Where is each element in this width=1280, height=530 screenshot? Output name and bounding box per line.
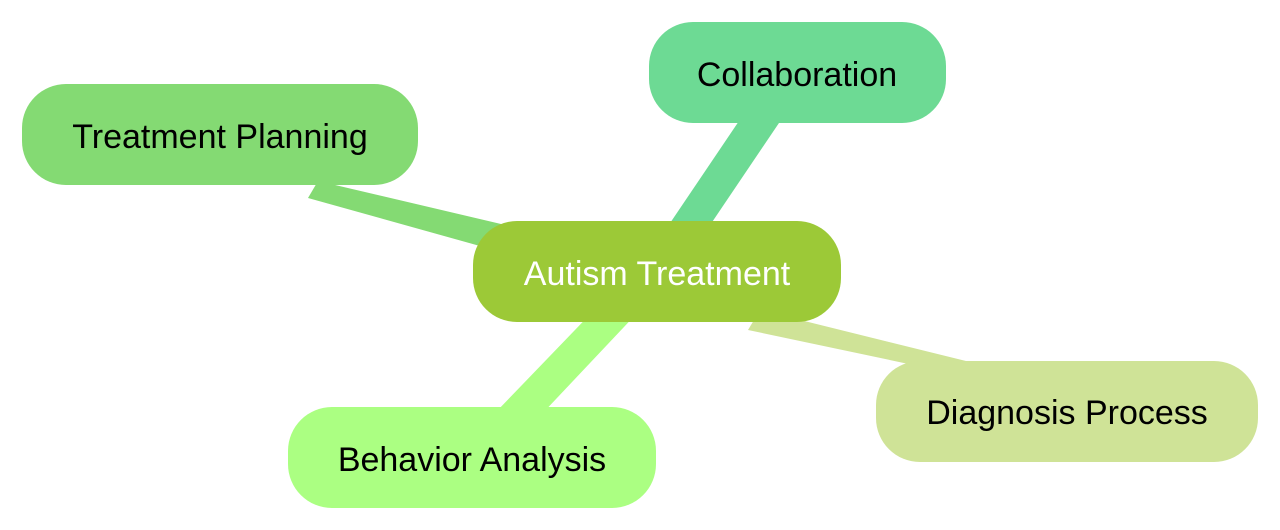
node-root-box (473, 221, 841, 322)
node-collaboration-label: Collaboration (697, 56, 897, 94)
edge-behavior-analysis (496, 304, 640, 416)
edge-collaboration (660, 118, 781, 240)
node-behavior-analysis-box (288, 407, 656, 508)
node-diagnosis-process[interactable]: Diagnosis Process (876, 361, 1258, 462)
node-diagnosis-process-label: Diagnosis Process (926, 394, 1208, 432)
node-root-label: Autism Treatment (524, 255, 791, 293)
node-treatment-planning-label: Treatment Planning (72, 118, 367, 156)
edge-diagnosis-process (748, 310, 975, 378)
node-collaboration[interactable]: Collaboration (649, 22, 946, 123)
node-treatment-planning-box (22, 84, 418, 185)
node-diagnosis-process-box (876, 361, 1258, 462)
node-behavior-analysis-label: Behavior Analysis (338, 441, 606, 479)
node-root[interactable]: Autism Treatment (473, 221, 841, 322)
node-collaboration-box (649, 22, 946, 123)
node-behavior-analysis[interactable]: Behavior Analysis (288, 407, 656, 508)
node-treatment-planning[interactable]: Treatment Planning (22, 84, 418, 185)
